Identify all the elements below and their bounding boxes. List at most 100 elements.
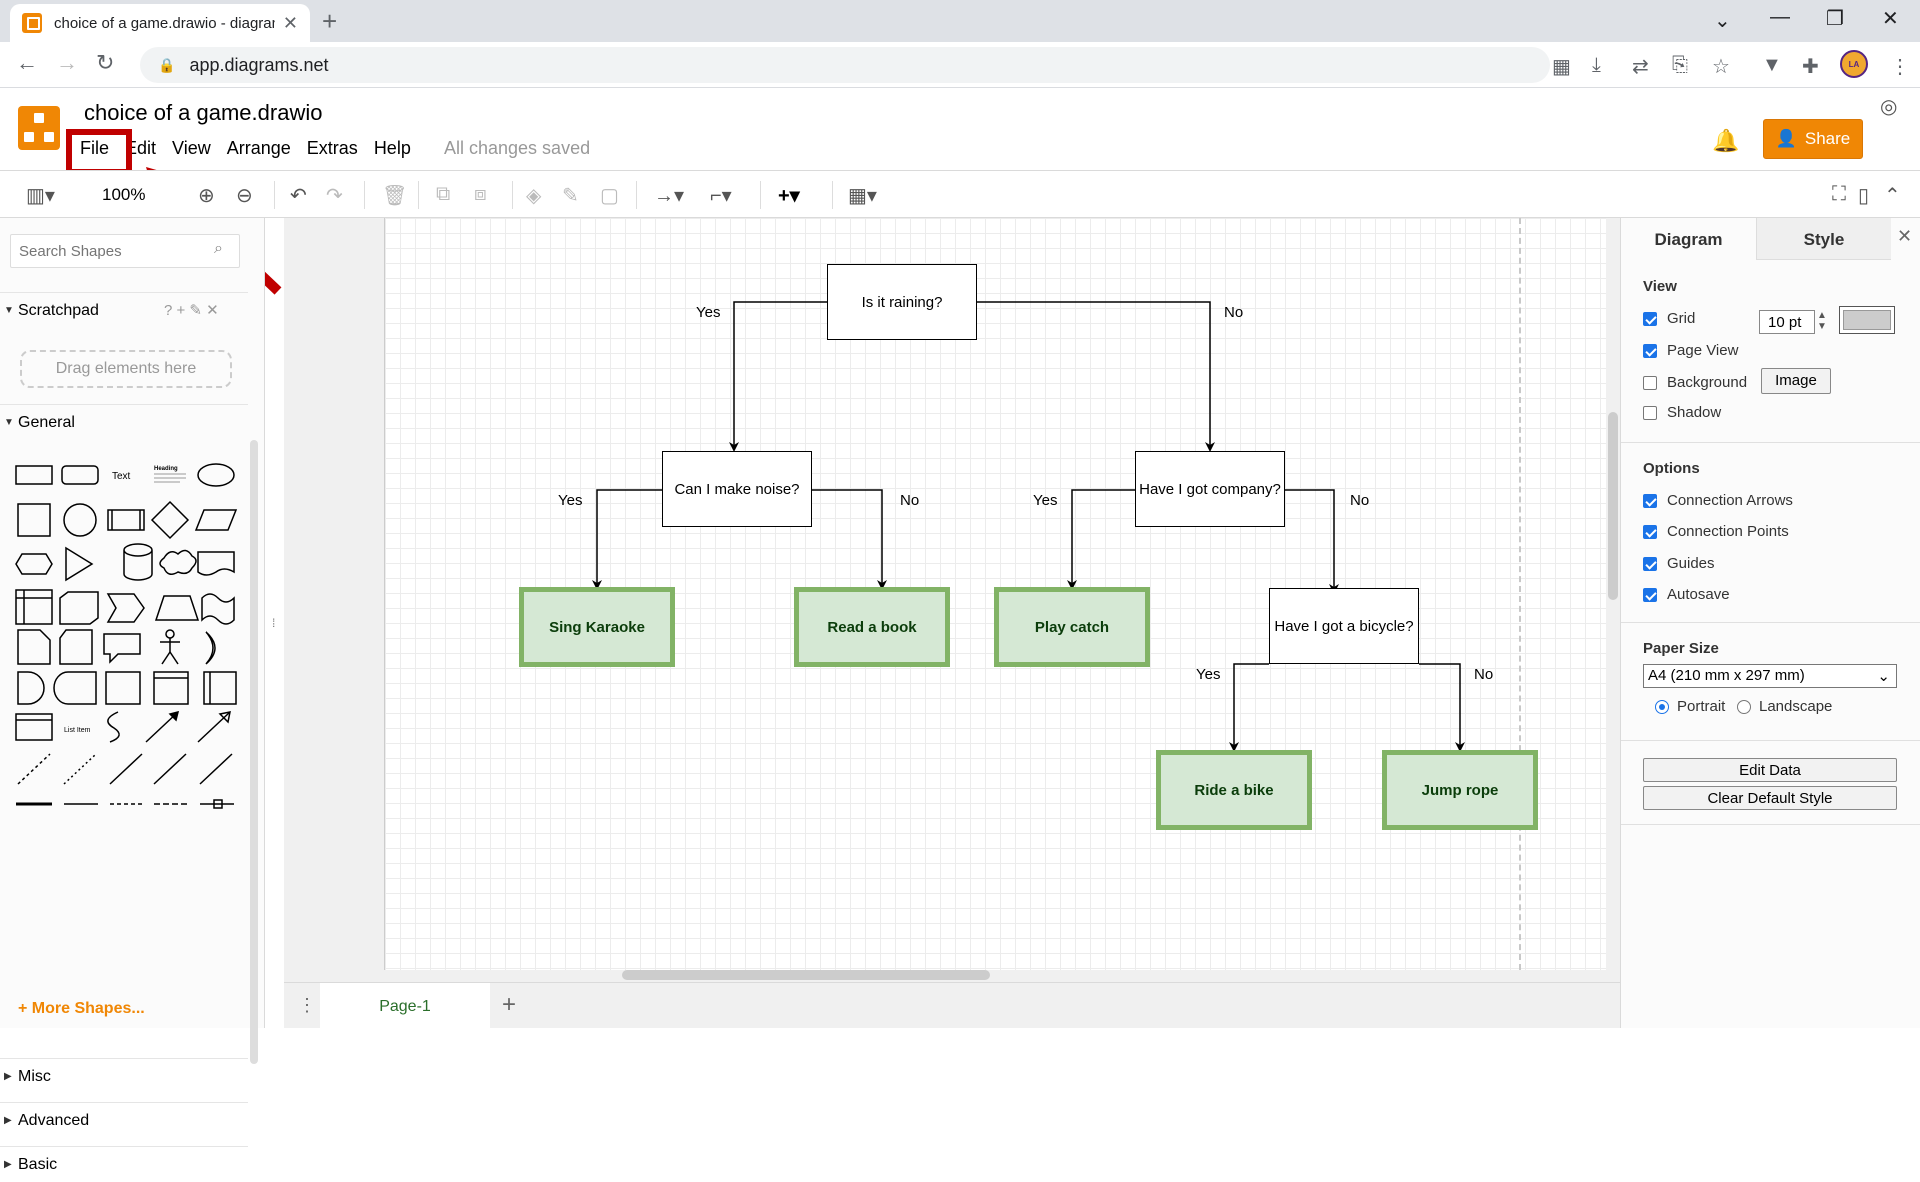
- advanced-header[interactable]: ▶ Advanced: [0, 1102, 248, 1138]
- clear-default-style-button[interactable]: Clear Default Style: [1643, 786, 1897, 810]
- zoom-out-icon[interactable]: ⊖: [236, 185, 253, 207]
- waypoints-icon[interactable]: ⌐▾: [710, 185, 732, 207]
- scratchpad-actions-icon[interactable]: ? + ✎ ✕: [164, 302, 219, 319]
- close-tab-icon[interactable]: ✕: [282, 12, 298, 33]
- translate-icon[interactable]: ⇄: [1632, 56, 1649, 78]
- connection-points-checkbox[interactable]: Connection Points: [1643, 523, 1789, 540]
- edge-label-no[interactable]: No: [1224, 304, 1244, 321]
- canvas-horizontal-scrollbar[interactable]: [622, 970, 990, 980]
- scratchpad-drop-zone[interactable]: Drag elements here: [20, 350, 232, 388]
- connection-icon[interactable]: →▾: [654, 185, 685, 207]
- node-have-i-got-company[interactable]: Have I got company?: [1135, 451, 1285, 527]
- leaf-sing-karaoke[interactable]: Sing Karaoke: [519, 587, 675, 667]
- zoom-in-icon[interactable]: ⊕: [198, 185, 215, 207]
- new-tab-icon[interactable]: +: [322, 6, 338, 36]
- browser-menu-icon[interactable]: ⋮: [1890, 56, 1910, 78]
- menu-arrange[interactable]: Arrange: [226, 138, 291, 158]
- fill-color-icon[interactable]: ◈: [526, 185, 542, 207]
- format-panel-icon[interactable]: ▥▾: [26, 185, 55, 207]
- search-shapes-input[interactable]: [10, 234, 240, 268]
- edge-label-yes[interactable]: Yes: [558, 492, 583, 509]
- autosave-checkbox[interactable]: Autosave: [1643, 586, 1730, 603]
- radio-selected-icon[interactable]: [1655, 699, 1669, 714]
- guides-checkbox[interactable]: Guides: [1643, 555, 1715, 572]
- leaf-read-a-book[interactable]: Read a book: [794, 587, 950, 667]
- checkbox-checked-icon[interactable]: [1643, 493, 1657, 508]
- diagram-canvas[interactable]: Is it raining? Can I make noise? Have I …: [284, 218, 1620, 982]
- edge-label-no[interactable]: No: [1474, 666, 1494, 683]
- back-icon[interactable]: ←: [16, 50, 38, 75]
- bookmark-star-icon[interactable]: ☆: [1712, 56, 1730, 78]
- tab-style[interactable]: Style: [1756, 218, 1891, 260]
- toggle-panel-icon[interactable]: ▯: [1858, 185, 1870, 207]
- qr-icon[interactable]: ▦: [1552, 56, 1571, 78]
- save-status[interactable]: All changes saved: [444, 138, 591, 158]
- edge-root-no[interactable]: [977, 301, 1215, 452]
- edge-company-yes[interactable]: [1067, 489, 1135, 590]
- menu-extras[interactable]: Extras: [306, 138, 358, 158]
- background-checkbox[interactable]: Background: [1643, 374, 1747, 391]
- edit-data-button[interactable]: Edit Data: [1643, 758, 1897, 782]
- reload-icon[interactable]: ↻: [96, 50, 115, 75]
- close-panel-icon[interactable]: ✕: [1897, 226, 1913, 246]
- extensions-puzzle-icon[interactable]: ✚: [1802, 56, 1819, 78]
- scratchpad-header[interactable]: ▼ Scratchpad ? + ✎ ✕: [0, 292, 248, 328]
- redo-icon[interactable]: ↷: [326, 185, 343, 207]
- edge-noise-no[interactable]: [812, 489, 887, 590]
- notification-bell-icon[interactable]: 🔔: [1712, 128, 1740, 153]
- radio-unselected-icon[interactable]: [1737, 699, 1751, 714]
- edge-label-no[interactable]: No: [1350, 492, 1370, 509]
- edge-label-yes[interactable]: Yes: [1033, 492, 1058, 509]
- zoom-level[interactable]: 100%: [102, 185, 146, 204]
- to-back-icon[interactable]: ⧈: [474, 183, 487, 205]
- more-shapes-link[interactable]: + More Shapes...: [18, 1000, 145, 1017]
- edge-root-yes[interactable]: [729, 301, 827, 452]
- checkbox-checked-icon[interactable]: [1643, 311, 1657, 326]
- leaf-ride-a-bike[interactable]: Ride a bike: [1156, 750, 1312, 830]
- edge-noise-yes[interactable]: [592, 489, 662, 590]
- menu-file[interactable]: File: [80, 138, 110, 158]
- search-icon[interactable]: ⌕: [214, 240, 223, 257]
- grid-color-button[interactable]: [1839, 306, 1895, 334]
- shadow-checkbox[interactable]: Shadow: [1643, 404, 1721, 421]
- grid-size-stepper-icon[interactable]: ▲▼: [1817, 310, 1827, 332]
- undo-icon[interactable]: ↶: [290, 185, 307, 207]
- page-tab-page-1[interactable]: Page-1: [320, 983, 490, 1029]
- paper-size-select[interactable]: A4 (210 mm x 297 mm) ⌄: [1643, 664, 1897, 688]
- shadow-icon[interactable]: ▢: [600, 185, 619, 207]
- leaf-play-catch[interactable]: Play catch: [994, 587, 1150, 667]
- checkbox-checked-icon[interactable]: [1643, 556, 1657, 571]
- checkbox-checked-icon[interactable]: [1643, 524, 1657, 539]
- canvas-vertical-scrollbar[interactable]: [1608, 412, 1618, 600]
- grid-size-input[interactable]: 10 pt: [1759, 310, 1815, 334]
- leaf-jump-rope[interactable]: Jump rope: [1382, 750, 1538, 830]
- checkbox-unchecked-icon[interactable]: [1643, 405, 1657, 420]
- forward-icon[interactable]: →: [56, 50, 78, 75]
- sidebar-resize-handle-icon[interactable]: ⁞: [272, 616, 276, 630]
- address-bar[interactable]: 🔒 app.diagrams.net: [140, 47, 1550, 83]
- edge-label-yes[interactable]: Yes: [696, 304, 721, 321]
- checkbox-checked-icon[interactable]: [1643, 343, 1657, 358]
- share-page-icon[interactable]: ⎘: [1672, 54, 1688, 76]
- page-menu-icon[interactable]: ⋮: [298, 995, 316, 1015]
- node-is-it-raining[interactable]: Is it raining?: [827, 264, 977, 340]
- restore-icon[interactable]: ❐: [1826, 8, 1844, 30]
- general-shapes-palette[interactable]: Text Heading List Item: [14, 458, 244, 838]
- checkbox-checked-icon[interactable]: [1643, 587, 1657, 602]
- edge-bicycle-no[interactable]: [1419, 663, 1465, 752]
- checkbox-unchecked-icon[interactable]: [1643, 375, 1657, 390]
- delete-icon[interactable]: 🗑: [382, 185, 408, 207]
- minimize-icon[interactable]: —: [1770, 6, 1790, 28]
- node-have-i-got-a-bicycle[interactable]: Have I got a bicycle?: [1269, 588, 1419, 664]
- misc-header[interactable]: ▶ Misc: [0, 1058, 248, 1094]
- menu-edit[interactable]: Edit: [125, 138, 157, 158]
- tab-diagram[interactable]: Diagram: [1621, 218, 1756, 260]
- share-button[interactable]: 👤 Share: [1763, 119, 1863, 159]
- browser-tab[interactable]: choice of a game.drawio - diagrams.net ✕: [10, 4, 310, 42]
- basic-header[interactable]: ▶ Basic: [0, 1146, 248, 1182]
- add-page-icon[interactable]: +: [502, 991, 517, 1018]
- menu-help[interactable]: Help: [373, 138, 411, 158]
- edge-bicycle-yes[interactable]: [1229, 663, 1269, 752]
- grid-checkbox[interactable]: Grid: [1643, 310, 1695, 327]
- insert-plus-icon[interactable]: +▾: [778, 185, 800, 207]
